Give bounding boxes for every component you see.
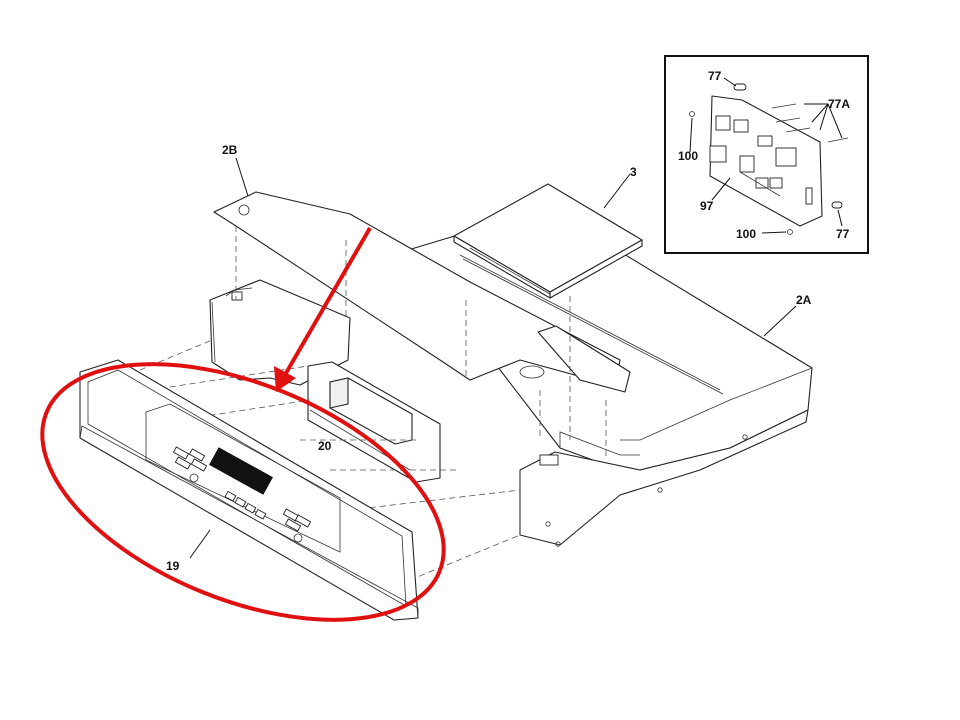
label-2b: 2B [222, 143, 238, 157]
leader-lines [189, 157, 797, 559]
highlight-ellipse [40, 362, 446, 622]
label-77a: 77A [828, 97, 850, 111]
part-19-control-panel [79, 359, 419, 621]
inset-fasteners [689, 83, 849, 235]
relay-board [709, 95, 823, 227]
part-20-control-board [307, 361, 441, 483]
highlight-arrow-head [274, 366, 296, 392]
label-77-top: 77 [708, 69, 722, 83]
label-100-left: 100 [678, 149, 698, 163]
label-77-bottom: 77 [836, 227, 850, 241]
part-2b-bracket [213, 191, 631, 393]
label-19: 19 [166, 559, 180, 573]
label-20: 20 [318, 439, 332, 453]
inset-leaders [689, 77, 843, 234]
highlight-annotation [40, 226, 446, 622]
label-100-bottom: 100 [736, 227, 756, 241]
panel-buttons [172, 446, 312, 543]
side-bracket-left [209, 279, 351, 386]
highlight-arrow-shaft [280, 226, 372, 382]
label-2a: 2A [796, 293, 812, 307]
callout-labels: 2B 3 2A 20 19 77 77A 100 97 100 77 [166, 69, 850, 573]
label-97: 97 [700, 199, 714, 213]
inset-detail-box [664, 55, 869, 254]
part-3-cover [453, 183, 643, 299]
label-3: 3 [630, 165, 637, 179]
